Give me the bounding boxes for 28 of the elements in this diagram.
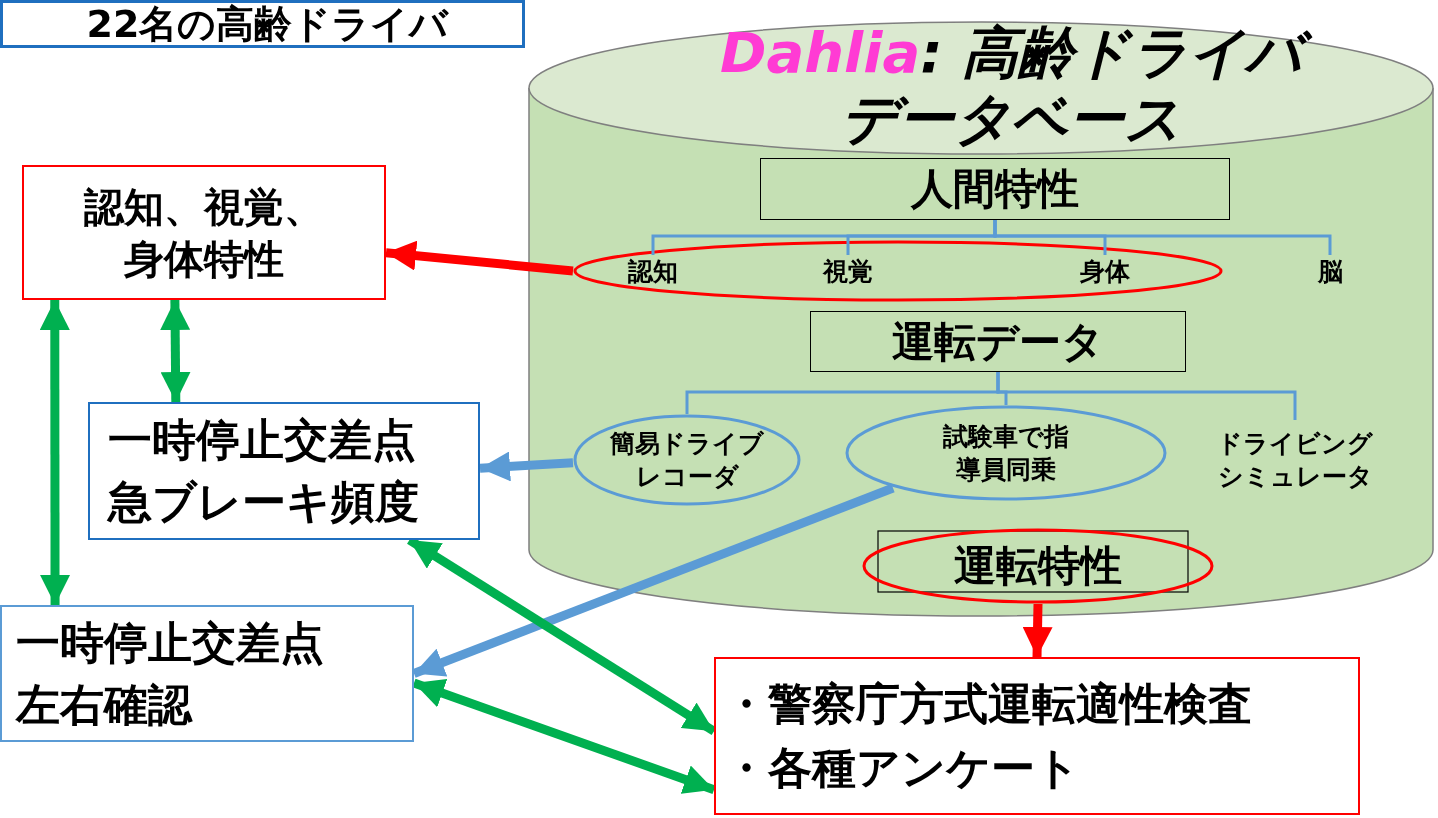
list-item: ・警察庁方式運転適性検査 xyxy=(724,677,1253,732)
category-label: ドライビングシミュレータ xyxy=(1195,420,1395,500)
category-box: 人間特性 xyxy=(760,158,1230,220)
arrow xyxy=(479,451,574,482)
category-label: 身体 xyxy=(1070,255,1140,287)
database-title: Dahlia: 高齢ドライバデータベース xyxy=(705,20,1317,152)
tree-line xyxy=(996,372,1297,420)
arrow xyxy=(160,299,191,403)
source-ellipse: 試験車で指導員同乗 xyxy=(845,405,1167,501)
test-box xyxy=(714,657,1360,815)
arrow xyxy=(412,678,716,794)
category-label: 認知 xyxy=(618,255,688,287)
database-cylinder xyxy=(527,20,1435,620)
trait-box: 運転特性 xyxy=(862,528,1214,604)
source-ellipse: 簡易ドライブレコーダ xyxy=(573,414,801,506)
category-box: 認知、視覚、身体特性 xyxy=(22,165,386,300)
category-label: 脳 xyxy=(1310,255,1350,287)
arrow xyxy=(39,300,71,605)
category-box: 運転データ xyxy=(810,311,1186,372)
tree-line xyxy=(993,220,1332,255)
title-box: 22名の高齢ドライバ xyxy=(0,0,525,48)
result-box: 一時停止交差点左右確認 xyxy=(0,605,414,742)
result-box: 一時停止交差点急ブレーキ頻度 xyxy=(88,402,480,540)
list-item: ・各種アンケート xyxy=(724,741,1081,795)
arrow xyxy=(1022,603,1053,658)
highlight-ellipse xyxy=(573,240,1223,302)
arrow xyxy=(412,483,895,678)
category-label: 視覚 xyxy=(813,255,883,287)
